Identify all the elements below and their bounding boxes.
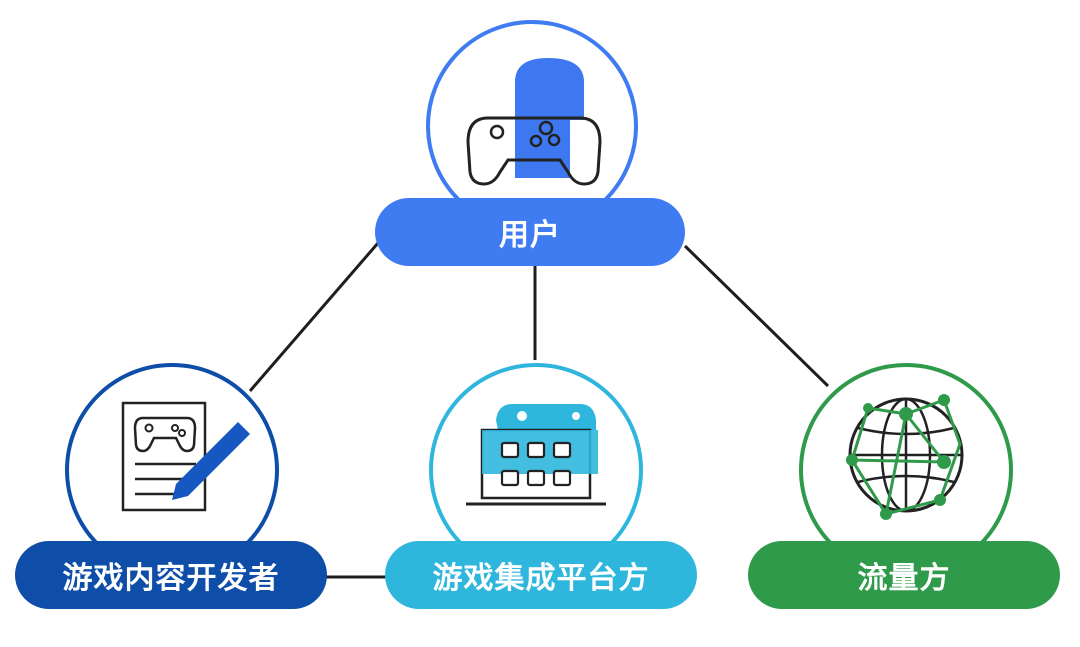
game-document-pen-icon: [121, 401, 250, 512]
globe-network-icon: [846, 394, 964, 520]
platform-label-pill: 游戏集成平台方: [385, 541, 697, 609]
platform-label: 游戏集成平台方: [432, 561, 650, 596]
laptop-games-icon: [466, 404, 606, 506]
gamepad-user-icon: [466, 58, 602, 186]
traffic-label: 流量方: [857, 561, 951, 596]
connector-user-developer: [248, 242, 380, 392]
connector-user-traffic: [683, 244, 830, 388]
traffic-label-pill: 流量方: [748, 541, 1060, 609]
developer-label: 游戏内容开发者: [62, 561, 280, 596]
user-label: 用户: [499, 218, 561, 253]
user-label-pill: 用户: [375, 198, 685, 266]
developer-label-pill: 游戏内容开发者: [15, 541, 327, 609]
